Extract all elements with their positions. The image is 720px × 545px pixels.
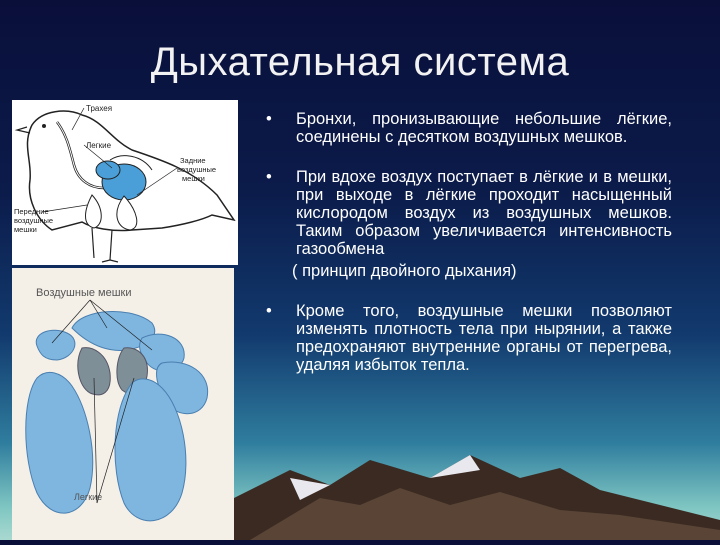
bullet-marker: • [266, 110, 272, 128]
label-lungs: Легкие [86, 141, 112, 150]
air-sacs-diagram: Воздушные мешки Легкие [12, 268, 234, 540]
bullet-item: • Бронхи, пронизывающие небольшие лёгкие… [266, 110, 672, 146]
label-bottom-lungs: Легкие [74, 492, 102, 502]
slide-title: Дыхательная система [150, 40, 570, 84]
bullet-text: Кроме того, воздушные мешки позволяют из… [296, 302, 672, 374]
label-air-sacs: Воздушные мешки [36, 287, 132, 299]
air-sacs-svg: Воздушные мешки Легкие [25, 287, 209, 522]
bullet-list: • Бронхи, пронизывающие небольшие лёгкие… [266, 110, 672, 396]
bullet-marker: • [266, 302, 272, 320]
bullet-marker: • [266, 168, 272, 186]
bullet-item: • При вдохе воздух поступает в лёгкие и … [266, 168, 672, 280]
bullet-text: Бронхи, пронизывающие небольшие лёгкие, … [296, 110, 672, 146]
bullet-text: При вдохе воздух поступает в лёгкие и в … [296, 168, 672, 258]
bullet-item: • Кроме того, воздушные мешки позволяют … [266, 302, 672, 374]
label-trachea: Трахея [86, 104, 112, 113]
bullet-note: ( принцип двойного дыхания) [292, 262, 517, 280]
